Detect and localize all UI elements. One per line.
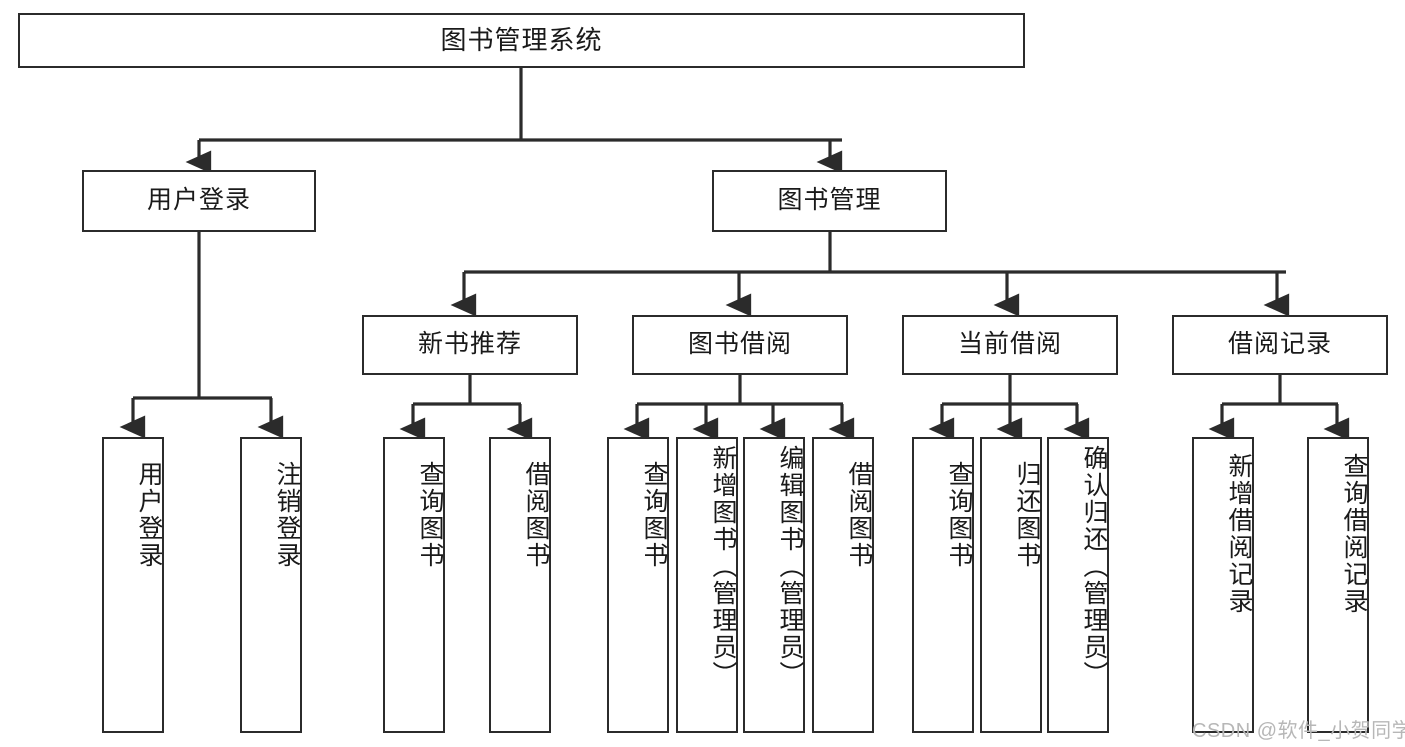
- node-label: 当前借阅: [957, 330, 1062, 359]
- node-current-borrow[interactable]: 当前借阅: [902, 315, 1118, 375]
- node-label: 新书推荐: [417, 330, 522, 359]
- node-label: 查询图书: [640, 461, 668, 569]
- node-label: 借阅图书: [845, 461, 873, 569]
- leaf-user-login-logout[interactable]: 注销登录: [240, 437, 302, 733]
- node-label: 查询图书: [945, 461, 973, 569]
- leaf-borrow-records-add-record[interactable]: 新增借阅记录: [1192, 437, 1254, 733]
- node-borrow-records[interactable]: 借阅记录: [1172, 315, 1388, 375]
- node-new-book-recommend[interactable]: 新书推荐: [362, 315, 578, 375]
- node-label: 借阅图书: [522, 461, 550, 569]
- leaf-book-borrow-edit-book-admin[interactable]: 编辑图书（管理员）: [743, 437, 805, 733]
- node-label: 图书管理: [777, 186, 882, 215]
- node-root-book-management-system[interactable]: 图书管理系统: [18, 13, 1025, 68]
- leaf-current-borrow-confirm-return-admin[interactable]: 确认归还（管理员）: [1047, 437, 1109, 733]
- node-label: 图书管理系统: [440, 25, 603, 56]
- node-book-management[interactable]: 图书管理: [712, 170, 947, 232]
- node-user-login[interactable]: 用户登录: [82, 170, 316, 232]
- leaf-borrow-records-query-record[interactable]: 查询借阅记录: [1307, 437, 1369, 733]
- node-label: 新增借阅记录: [1225, 453, 1253, 615]
- node-label: 注销登录: [273, 461, 301, 569]
- leaf-user-login-login[interactable]: 用户登录: [102, 437, 164, 733]
- node-label: 归还图书: [1013, 461, 1041, 569]
- csdn-watermark: CSDN @软件_小贺同学: [1192, 720, 1405, 742]
- leaf-new-book-borrow-book[interactable]: 借阅图书: [489, 437, 551, 733]
- leaf-new-book-query-book[interactable]: 查询图书: [383, 437, 445, 733]
- node-label: 图书借阅: [687, 330, 792, 359]
- node-label: 确认归还（管理员）: [1080, 445, 1108, 688]
- leaf-book-borrow-add-book-admin[interactable]: 新增图书（管理员）: [676, 437, 738, 733]
- node-label: 新增图书（管理员）: [709, 445, 737, 688]
- node-label: 查询图书: [416, 461, 444, 569]
- leaf-book-borrow-query-book[interactable]: 查询图书: [607, 437, 669, 733]
- leaf-current-borrow-query-book[interactable]: 查询图书: [912, 437, 974, 733]
- node-label: 查询借阅记录: [1340, 453, 1368, 615]
- node-label: 用户登录: [146, 186, 251, 215]
- node-label: 编辑图书（管理员）: [776, 445, 804, 688]
- leaf-current-borrow-return-book[interactable]: 归还图书: [980, 437, 1042, 733]
- node-label: 用户登录: [135, 461, 163, 569]
- node-label: 借阅记录: [1227, 330, 1332, 359]
- node-book-borrow[interactable]: 图书借阅: [632, 315, 848, 375]
- leaf-book-borrow-borrow-book[interactable]: 借阅图书: [812, 437, 874, 733]
